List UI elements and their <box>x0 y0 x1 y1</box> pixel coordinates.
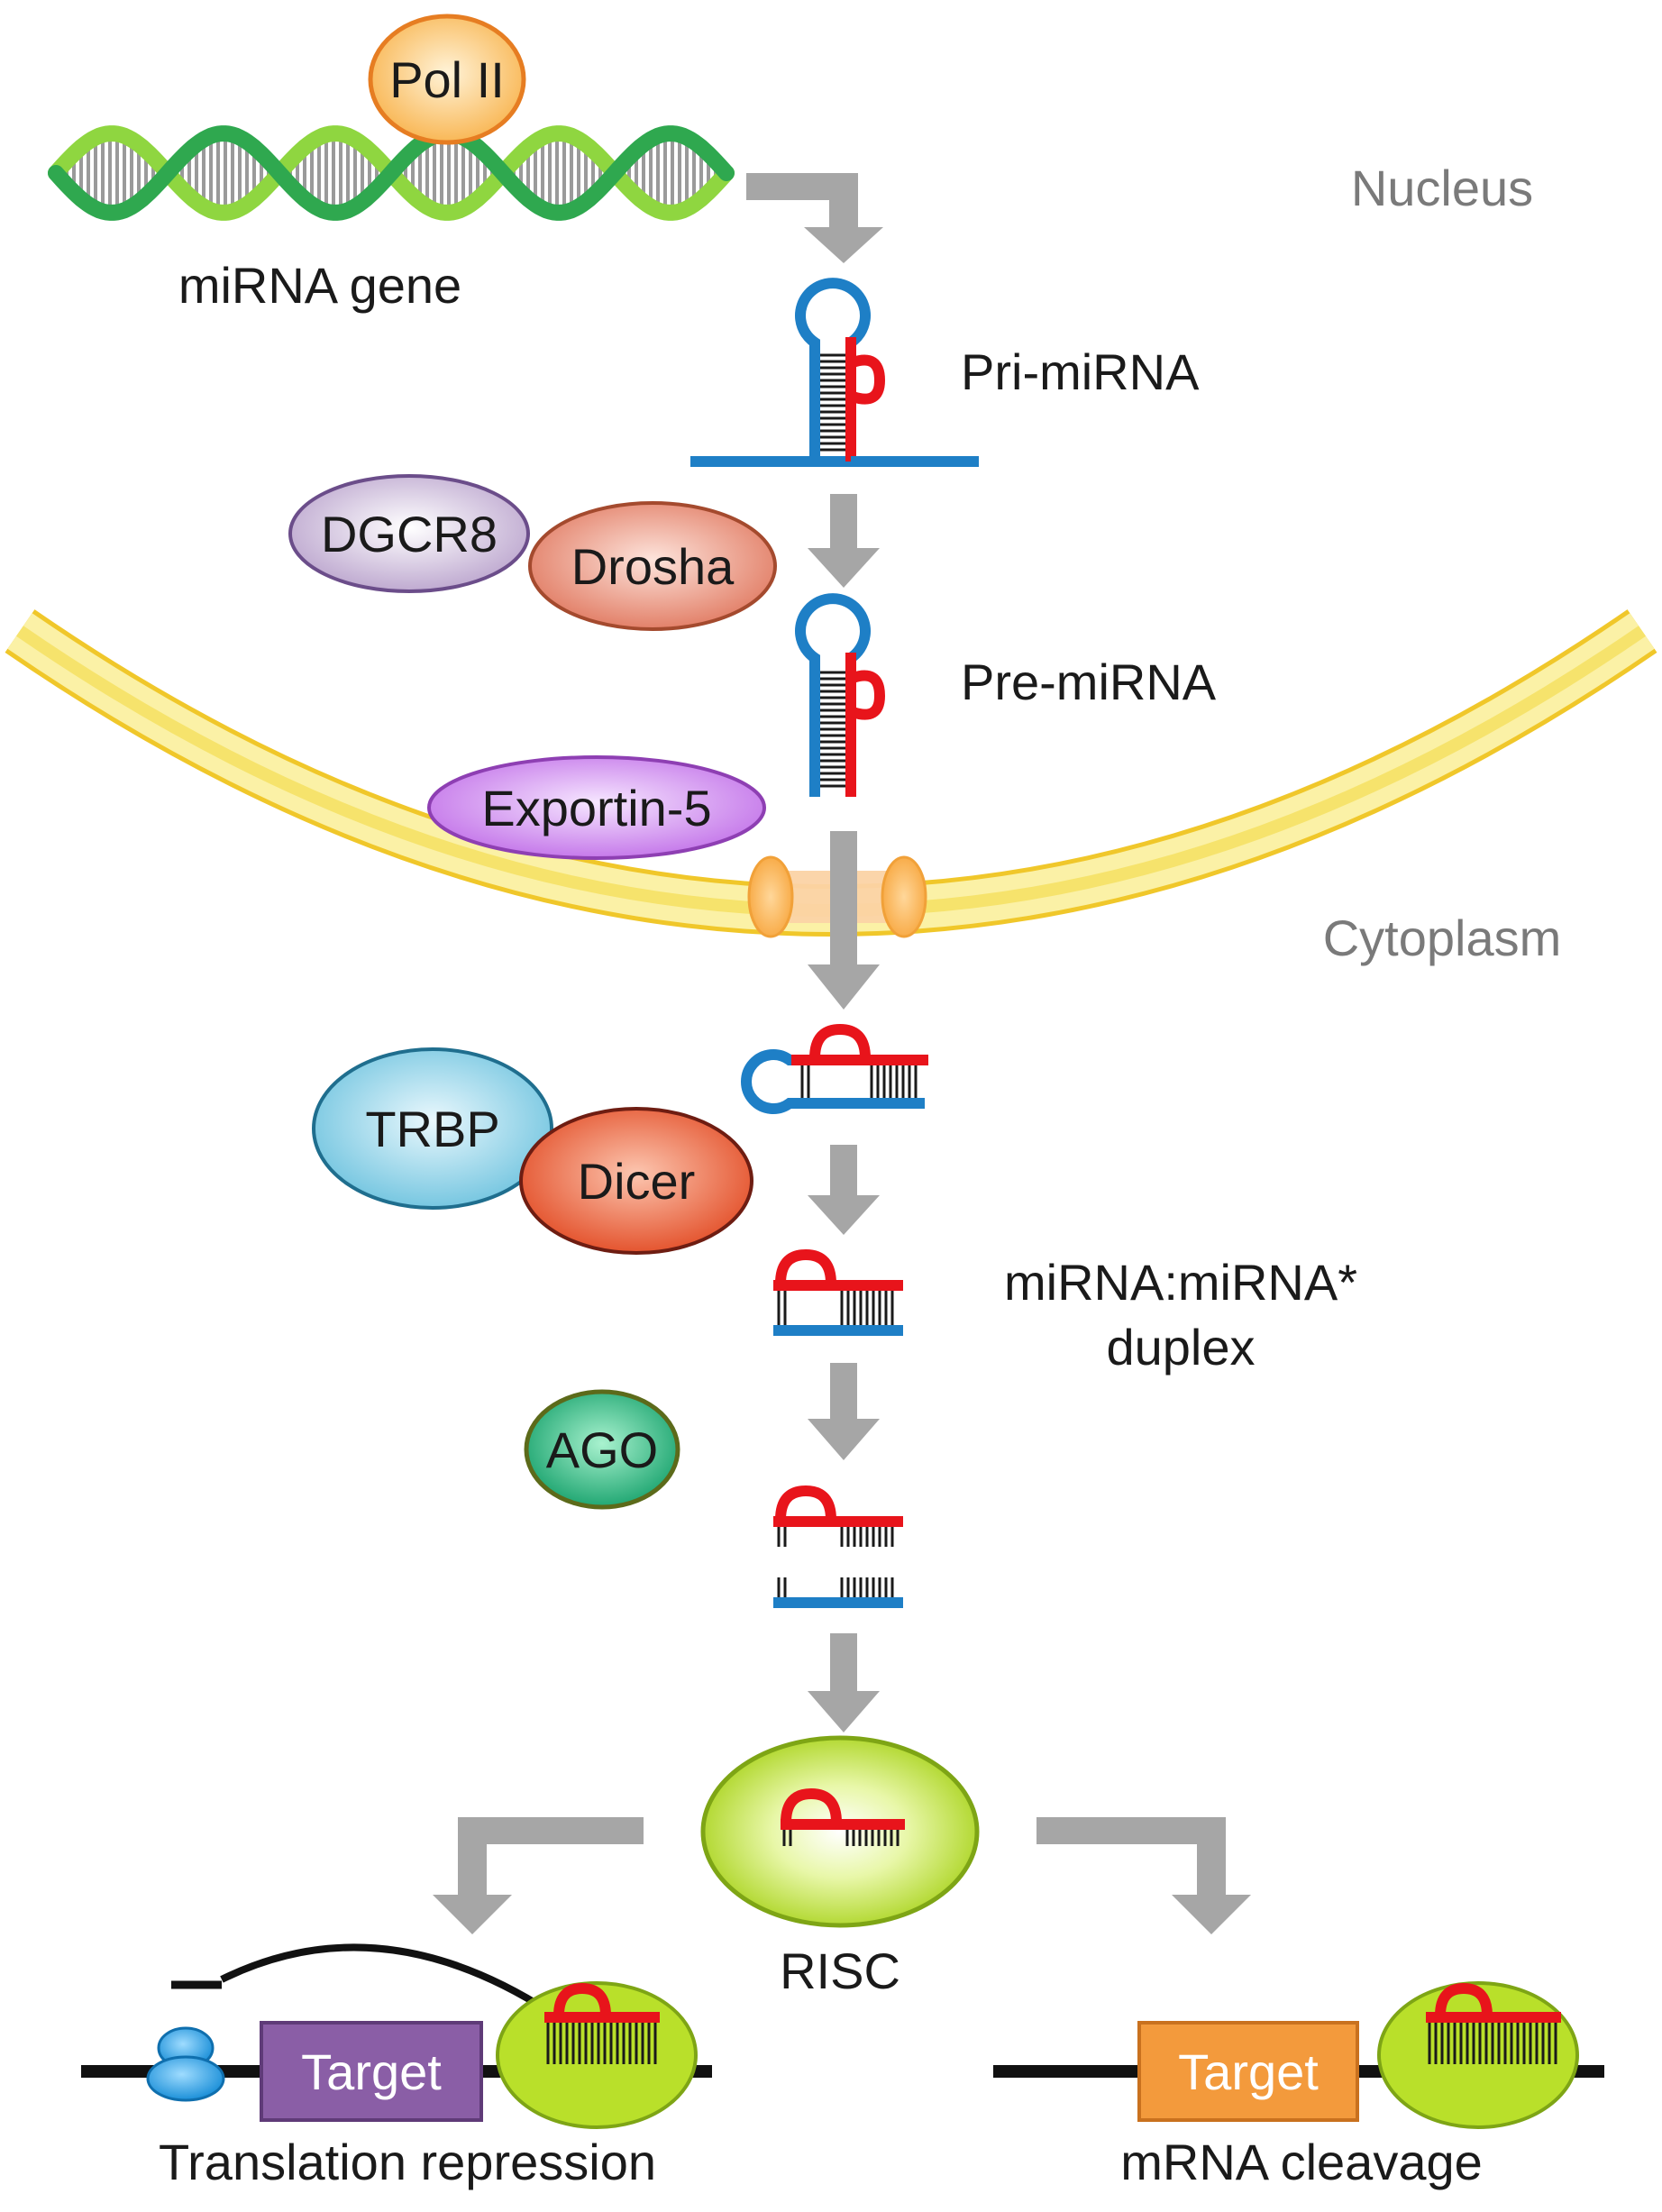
arrow-export <box>808 831 880 1010</box>
nucleus-label: Nucleus <box>1351 160 1533 216</box>
target-left-label: Target <box>301 2043 442 2100</box>
risc-bound-left <box>496 1981 698 2129</box>
passenger-strand <box>773 1577 903 1608</box>
dicer-protein: Dicer <box>519 1107 753 1255</box>
target-box-left <box>260 2021 483 2122</box>
arrow-to-mrna-cleavage <box>1036 1817 1251 1934</box>
cytoplasmic-pre-mirna <box>741 1023 928 1114</box>
ribosome-icon <box>146 2026 225 2102</box>
duplex-label-line1: miRNA:miRNA* <box>1004 1254 1357 1311</box>
ago-label: AGO <box>546 1421 658 1478</box>
pri-mirna-label: Pri-miRNA <box>961 343 1200 400</box>
risc-bound-right <box>1377 1981 1579 2129</box>
dicer-label: Dicer <box>578 1153 696 1210</box>
pri-mirna-hairpin <box>690 278 979 467</box>
trbp-protein: TRBP <box>312 1047 553 1210</box>
cytoplasm-label: Cytoplasm <box>1323 909 1562 966</box>
arrow-transcription <box>746 173 883 263</box>
ago-protein: AGO <box>524 1389 680 1510</box>
pre-mirna-label: Pre-miRNA <box>961 654 1217 710</box>
arrow-risc-loading <box>808 1633 880 1732</box>
mirna-gene-label: miRNA gene <box>178 257 461 314</box>
arrow-dicer-processing <box>808 1145 880 1235</box>
drosha-protein: Drosha <box>528 501 777 631</box>
trbp-label: TRBP <box>365 1101 499 1157</box>
arrow-drosha-processing <box>808 494 880 588</box>
pol-ii-label: Pol II <box>389 51 505 108</box>
drosha-label: Drosha <box>571 538 735 595</box>
dna-helix <box>48 125 735 221</box>
translation-repression-label: Translation repression <box>159 2134 656 2190</box>
pathway-arrows <box>433 173 1251 1934</box>
arrow-unwinding <box>808 1363 880 1460</box>
mrna-cleavage-panel: Target <box>993 1981 1604 2129</box>
pol-ii-protein: Pol II <box>368 14 526 145</box>
exportin-5-label: Exportin-5 <box>481 780 711 836</box>
pre-mirna-hairpin <box>795 593 886 797</box>
mirna-duplex <box>773 1248 903 1336</box>
arrow-to-translation-repression <box>433 1817 644 1934</box>
mrna-cleavage-label: mRNA cleavage <box>1120 2134 1483 2190</box>
mature-mirna-strand <box>773 1485 903 1547</box>
target-right-label: Target <box>1178 2043 1319 2100</box>
translation-repression-panel: Target <box>81 1943 712 2129</box>
target-box-right <box>1137 2021 1359 2122</box>
exportin-5-protein: Exportin-5 <box>427 755 766 860</box>
dgcr8-label: DGCR8 <box>321 506 498 562</box>
risc-complex <box>700 1735 980 1928</box>
duplex-label-line2: duplex <box>1106 1319 1255 1376</box>
dgcr8-protein: DGCR8 <box>288 474 530 593</box>
risc-label: RISC <box>780 1942 900 1999</box>
